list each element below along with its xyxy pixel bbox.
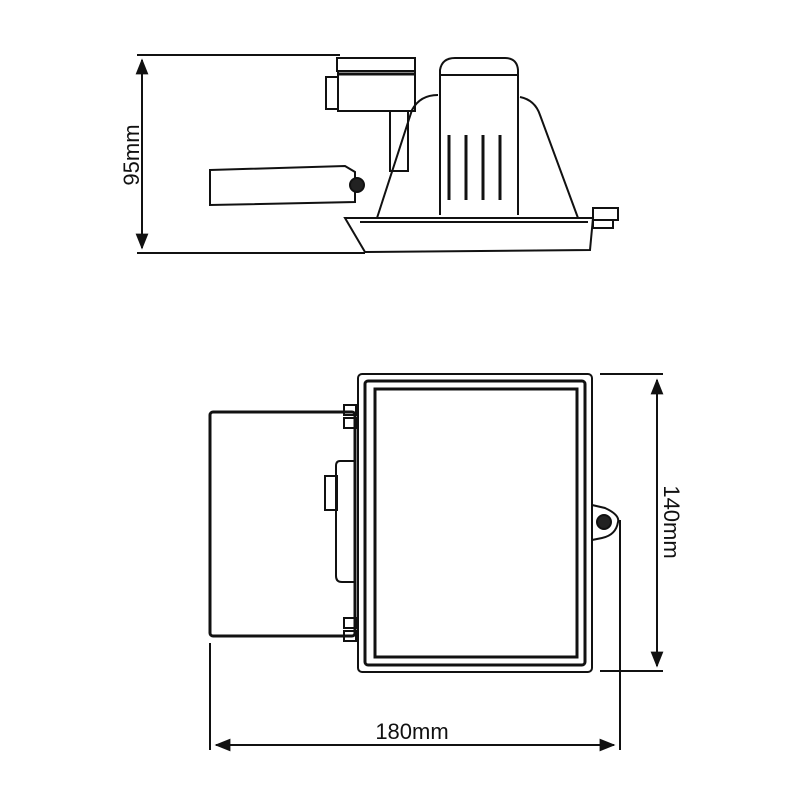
lug-bolt bbox=[596, 514, 612, 530]
pivot-bolt bbox=[349, 177, 365, 193]
hinge-bottom bbox=[343, 617, 357, 629]
bracket-arm bbox=[209, 164, 356, 207]
lens-glass bbox=[373, 387, 579, 659]
width-label: 180mm bbox=[375, 719, 448, 744]
rear-clip bbox=[592, 207, 619, 221]
side-handle bbox=[335, 460, 356, 583]
housing-right-edge bbox=[519, 96, 579, 219]
side-view: 95mm bbox=[119, 54, 619, 254]
frame-bezel bbox=[363, 379, 587, 667]
housing-left-edge bbox=[376, 94, 439, 219]
depth-label: 140mm bbox=[659, 485, 684, 558]
outer-frame bbox=[357, 373, 593, 673]
switch-box bbox=[324, 475, 338, 511]
height-label: 95mm bbox=[119, 124, 144, 185]
mount-post bbox=[389, 110, 409, 172]
mount-block bbox=[337, 70, 416, 112]
front-view: 140mm 180mm bbox=[208, 373, 684, 752]
side-lug bbox=[591, 504, 620, 541]
mount-side-tab bbox=[325, 76, 339, 110]
rear-bracket-plate bbox=[208, 410, 357, 638]
cooling-fins bbox=[447, 135, 502, 200]
front-glass-tray bbox=[343, 217, 595, 254]
mount-cap bbox=[336, 57, 416, 72]
hinge-top bbox=[343, 404, 357, 416]
housing-top-cap bbox=[439, 57, 519, 215]
